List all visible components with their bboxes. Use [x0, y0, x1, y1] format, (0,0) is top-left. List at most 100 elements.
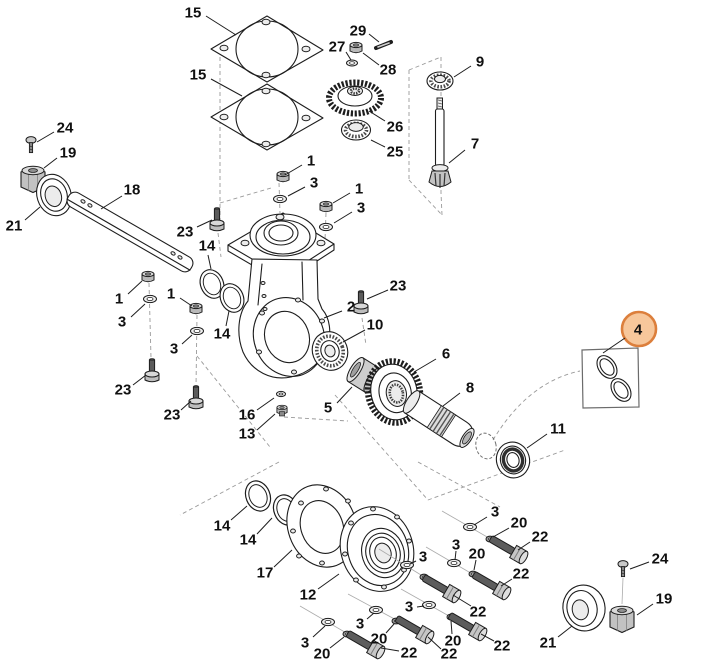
callout-label-11-34: 11: [550, 421, 566, 438]
part-1-nut: [319, 200, 333, 213]
part-4-ring-set-box: [581, 347, 640, 409]
callout-leader-25: [370, 139, 386, 148]
callout-label-24-9: 24: [57, 120, 74, 137]
callout-label-25-6: 25: [387, 144, 404, 161]
part-14-seal: [240, 476, 276, 516]
callout-leader-3: [409, 560, 417, 565]
part-2-gear-housing: [227, 212, 335, 379]
callout-leader-14: [207, 254, 212, 270]
callout-leader-1: [332, 192, 351, 204]
callout-label-26-5: 26: [387, 119, 404, 136]
part-23-stud: [188, 385, 204, 410]
callout-label-10-21: 10: [367, 317, 384, 334]
callout-label-22-42: 22: [532, 529, 549, 546]
callout-label-17-38: 17: [257, 565, 274, 582]
callout-label-20-44: 20: [469, 546, 486, 563]
callout-leader-16: [256, 397, 275, 411]
part-24-screw-bottom-right: [617, 560, 629, 578]
callout-leader-3: [473, 516, 488, 526]
callout-label-1-24: 1: [167, 286, 175, 303]
callout-label-19-10: 19: [60, 145, 77, 162]
callout-leader-15: [210, 78, 243, 97]
part-27-nut: [349, 41, 363, 54]
callout-leader-1: [179, 297, 193, 307]
callout-label-2-20: 2: [347, 299, 355, 316]
part-13-plug-screw: [276, 404, 288, 417]
callout-leader-7: [448, 149, 466, 164]
callout-label-14-14: 14: [199, 238, 216, 255]
callout-label-1-15: 1: [307, 153, 315, 170]
part-29-pin: [374, 40, 393, 50]
highlight-circle-part-4: [620, 310, 658, 348]
callout-leader-24: [36, 131, 55, 143]
part-8-output-shaft: [402, 390, 475, 448]
part-1-nut: [276, 170, 290, 183]
callout-label-3-49: 3: [356, 616, 364, 633]
part-3-washer: [321, 617, 335, 627]
callout-leader-23: [180, 400, 192, 411]
callout-leader-1: [127, 280, 143, 295]
part-17-gasket: [286, 484, 358, 568]
callout-label-22-48: 22: [470, 604, 487, 621]
part-3-washer: [369, 605, 383, 615]
callout-leader-3: [287, 186, 306, 197]
callout-label-24-56: 24: [652, 551, 669, 568]
part-3-washer: [400, 560, 414, 570]
bottom-right-axis: [621, 577, 624, 605]
callout-label-3-40: 3: [491, 504, 499, 521]
part-3-washer: [447, 558, 461, 568]
callout-leader-6: [413, 358, 437, 373]
callout-leader-3: [333, 211, 353, 224]
callout-leader-22: [380, 647, 400, 652]
callout-label-27-3: 27: [329, 39, 346, 56]
part-21-ring-bottom-right: [562, 584, 606, 632]
part-3-washer: [422, 600, 436, 610]
callout-label-3-16: 3: [310, 175, 318, 192]
callout-label-13-30: 13: [239, 426, 256, 443]
callout-label-1-17: 1: [355, 181, 363, 198]
part-22-bolt: [392, 611, 437, 646]
callout-label-12-39: 12: [300, 587, 317, 604]
callout-label-20-54: 20: [445, 633, 462, 650]
part-22-bolt: [419, 570, 464, 605]
callout-leader-29: [368, 33, 380, 43]
callout-leader-21: [557, 625, 573, 638]
callout-leader-15: [205, 15, 237, 36]
callout-label-3-47: 3: [405, 599, 413, 616]
callout-leader-19: [636, 603, 654, 616]
callout-label-19-57: 19: [656, 591, 673, 608]
part-19-nut-bottom-right: [609, 605, 635, 634]
part-10-bearing: [311, 331, 349, 371]
callout-label-15-0: 15: [185, 5, 202, 22]
callout-label-9-7: 9: [476, 54, 484, 71]
part-1-nut: [141, 270, 155, 283]
part-shim-ring: [475, 432, 497, 460]
callout-label-28-4: 28: [380, 62, 397, 79]
callout-label-3-43: 3: [452, 537, 460, 554]
callout-leader-11: [526, 433, 548, 449]
callout-label-21-58: 21: [540, 635, 557, 652]
callout-leader-24: [629, 561, 650, 570]
callout-label-8-33: 8: [466, 380, 474, 397]
callout-label-22-59: 22: [494, 638, 511, 655]
callout-label-3-46: 3: [419, 549, 427, 566]
callout-leader-3: [454, 550, 457, 561]
callout-label-20-50: 20: [371, 631, 388, 648]
part-25-bearing: [340, 119, 372, 141]
callout-leader-23: [366, 289, 389, 300]
callout-leader-17: [273, 549, 293, 568]
callout-label-5-31: 5: [324, 400, 332, 417]
callout-label-3-25: 3: [170, 341, 178, 358]
part-3-washer: [190, 326, 204, 336]
part-18-shaft-tube: [66, 191, 194, 273]
callout-leader-27: [345, 51, 352, 61]
callout-label-1-22: 1: [115, 291, 123, 308]
callout-leader-26: [368, 110, 386, 122]
callout-leader-3: [416, 605, 425, 608]
callout-leader-8: [442, 392, 461, 407]
link-curve-to-box: [492, 370, 581, 441]
callout-leader-3: [181, 334, 193, 345]
callout-leader-3: [130, 303, 146, 318]
